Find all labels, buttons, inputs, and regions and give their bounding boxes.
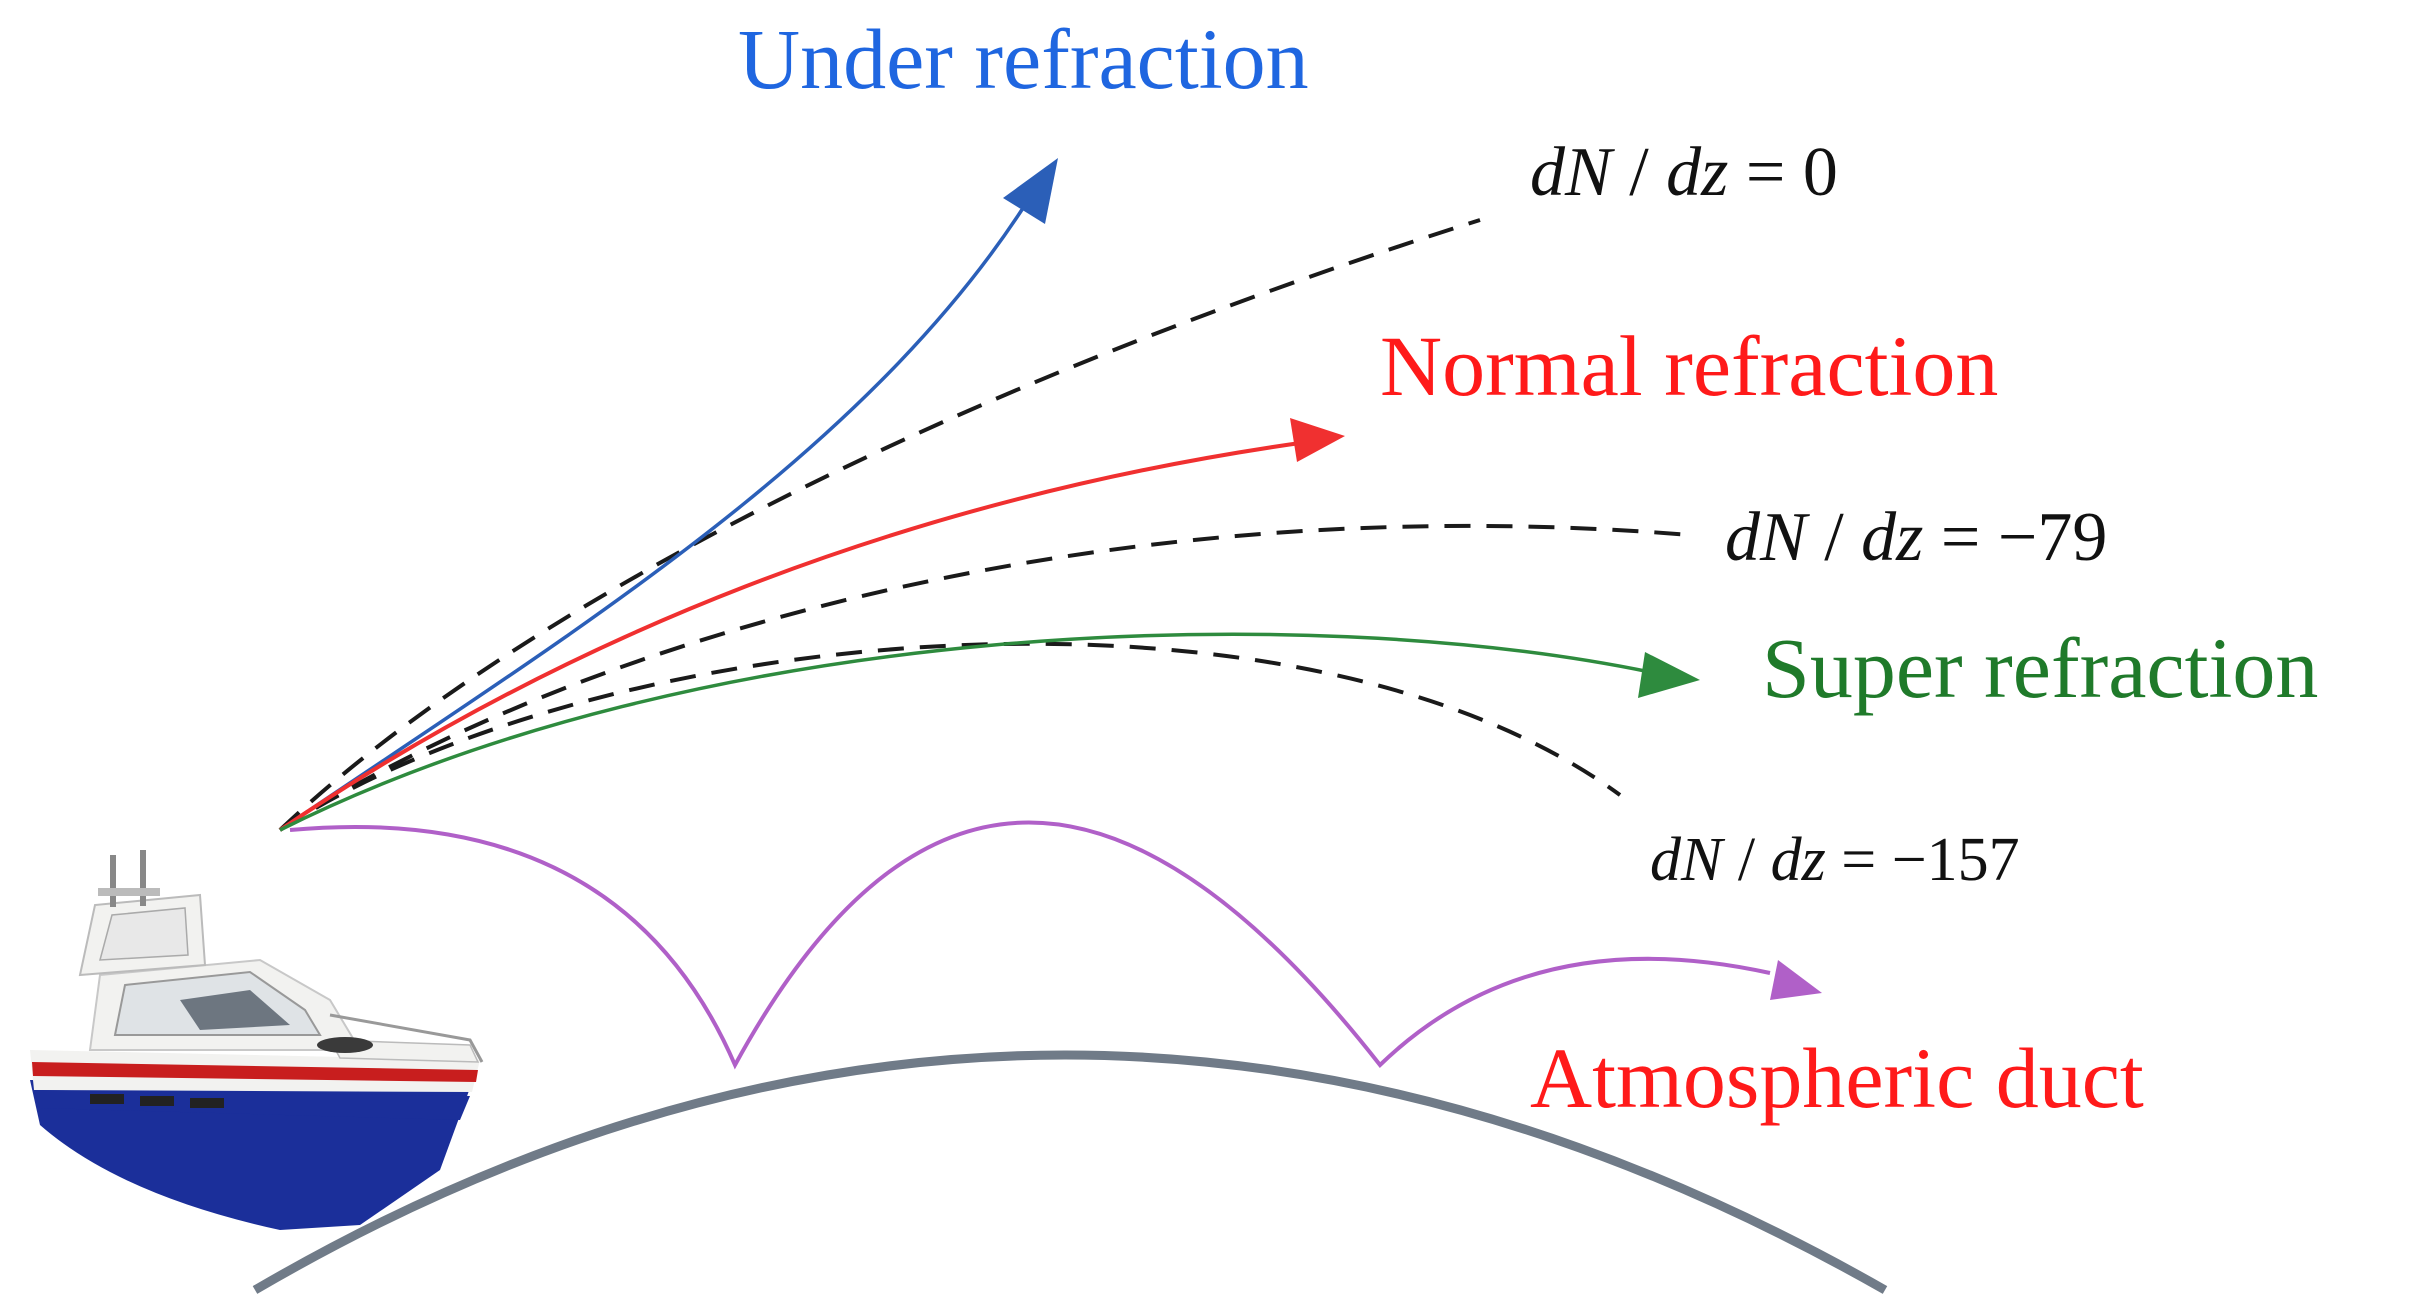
equation-dndz-minus-157: dN / dz = −157 xyxy=(1650,826,2020,894)
equation-dndz-0: dN / dz = 0 xyxy=(1530,134,1838,211)
ship-icon xyxy=(30,850,484,1230)
under-refraction-arrowhead xyxy=(1003,158,1058,224)
dashed-ray-dndz-79 xyxy=(278,523,1691,832)
label-atmospheric-duct: Atmospheric duct xyxy=(1530,1030,2144,1126)
atmospheric-duct-arrowhead xyxy=(1770,960,1822,1000)
dashed-ray-dndz-0 xyxy=(278,218,1481,832)
normal-refraction-ray xyxy=(278,441,1301,832)
label-super-refraction: Super refraction xyxy=(1762,620,2318,716)
label-normal-refraction: Normal refraction xyxy=(1380,318,1998,414)
label-under-refraction: Under refraction xyxy=(738,11,1309,107)
under-refraction-ray xyxy=(279,204,1027,832)
dashed-ray-dndz-157 xyxy=(278,641,1622,832)
equation-dndz-minus-79: dN / dz = −79 xyxy=(1725,499,2107,576)
normal-refraction-arrowhead xyxy=(1290,418,1345,462)
super-refraction-ray xyxy=(279,632,1651,832)
earth-surface xyxy=(252,1050,1888,1294)
atmospheric-duct-ray xyxy=(289,820,1771,1070)
super-refraction-arrowhead xyxy=(1638,652,1700,698)
